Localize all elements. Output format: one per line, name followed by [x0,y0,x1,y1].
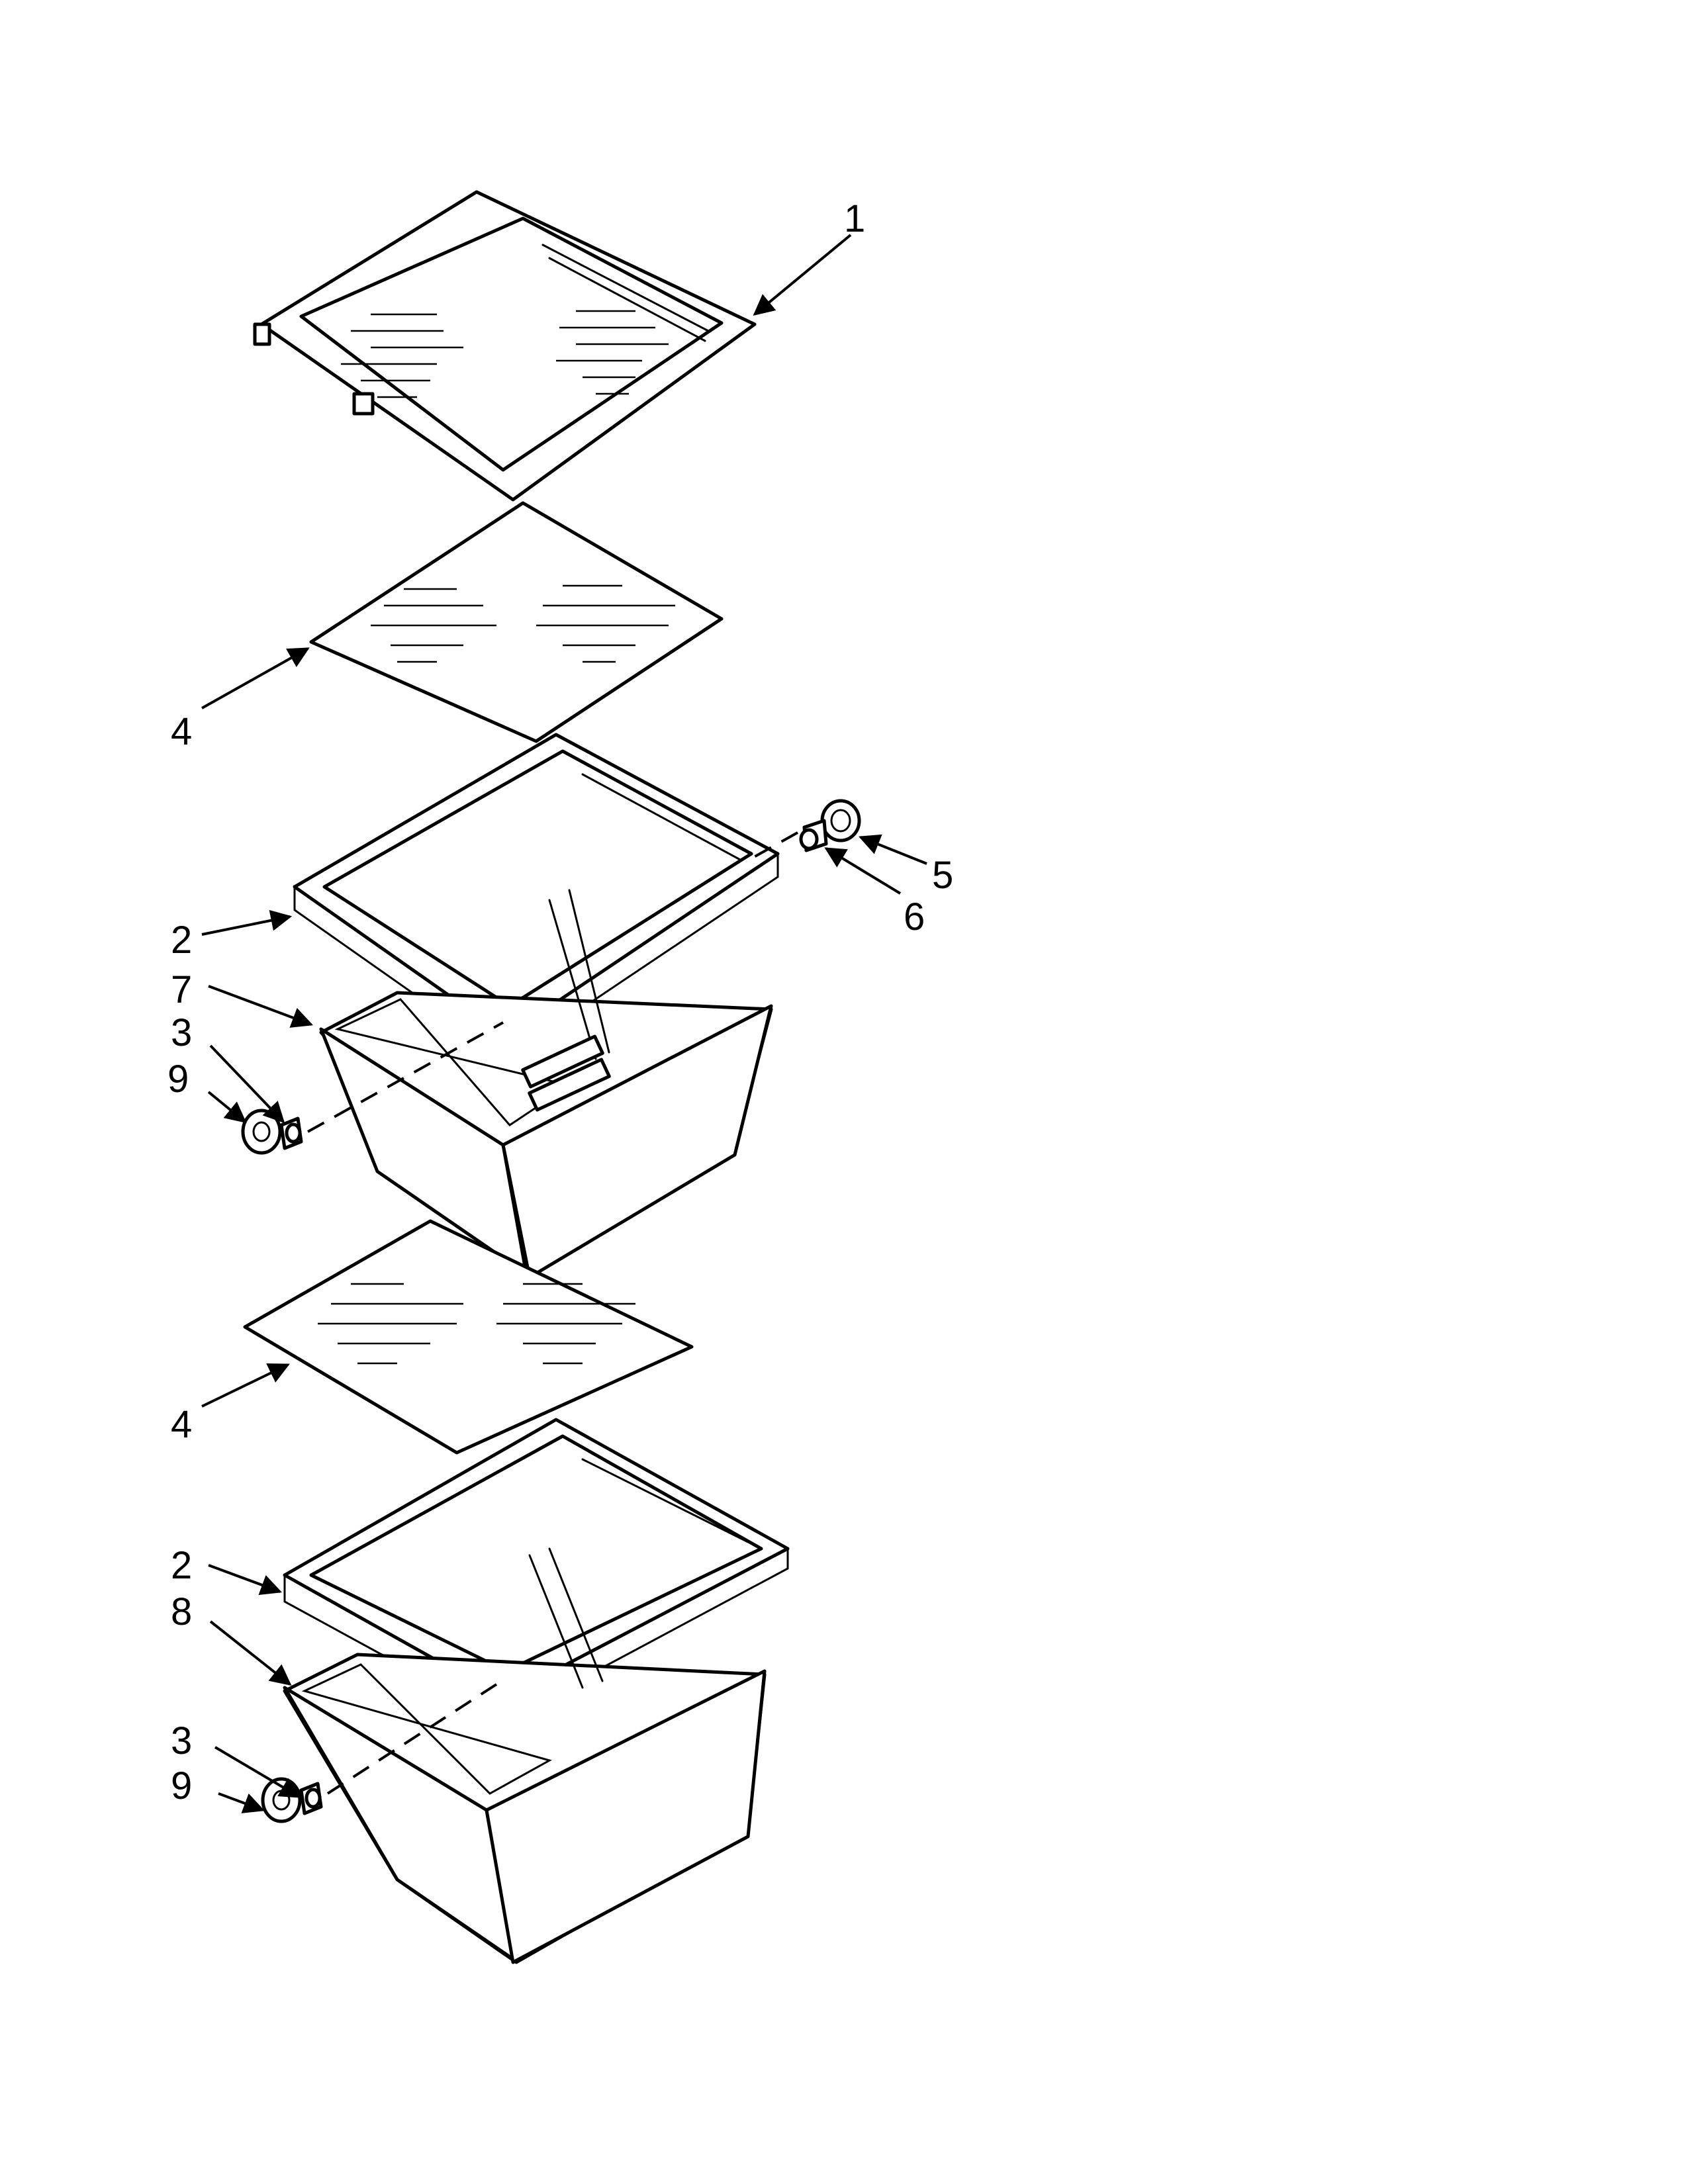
callout-2-lower: 2 [171,1544,192,1587]
leader-arrows [201,234,927,1813]
callout-2-upper: 2 [171,919,192,962]
glass-panel-upper-part [309,501,724,743]
roller-9-upper-part [241,1109,282,1155]
callout-4-lower: 4 [171,1403,192,1446]
screw-3-lower-part [299,1782,323,1815]
glass-panel-lower-part [243,1219,694,1455]
assembly-lines [307,831,798,1795]
callout-8: 8 [171,1590,192,1633]
callout-5: 5 [932,854,953,897]
crisper-cover-upper-part [293,733,780,1061]
callout-9-lower: 9 [171,1764,192,1807]
callout-3-upper: 3 [171,1011,192,1054]
shelf-frame-part [253,190,757,502]
crisper-drawer-upper-part [319,889,773,1279]
callout-7: 7 [171,968,192,1011]
glass-hatch-pattern [341,310,669,398]
crisper-drawer-lower-part [283,1547,767,1964]
callout-1: 1 [844,197,865,240]
callout-3-lower: 3 [171,1719,192,1762]
callout-9-upper: 9 [167,1058,189,1101]
screw-6-part [799,819,828,852]
callout-6: 6 [904,895,925,938]
screw-3-upper-part [279,1116,303,1150]
callout-4-upper: 4 [171,710,192,753]
roller-5-part [820,799,861,842]
